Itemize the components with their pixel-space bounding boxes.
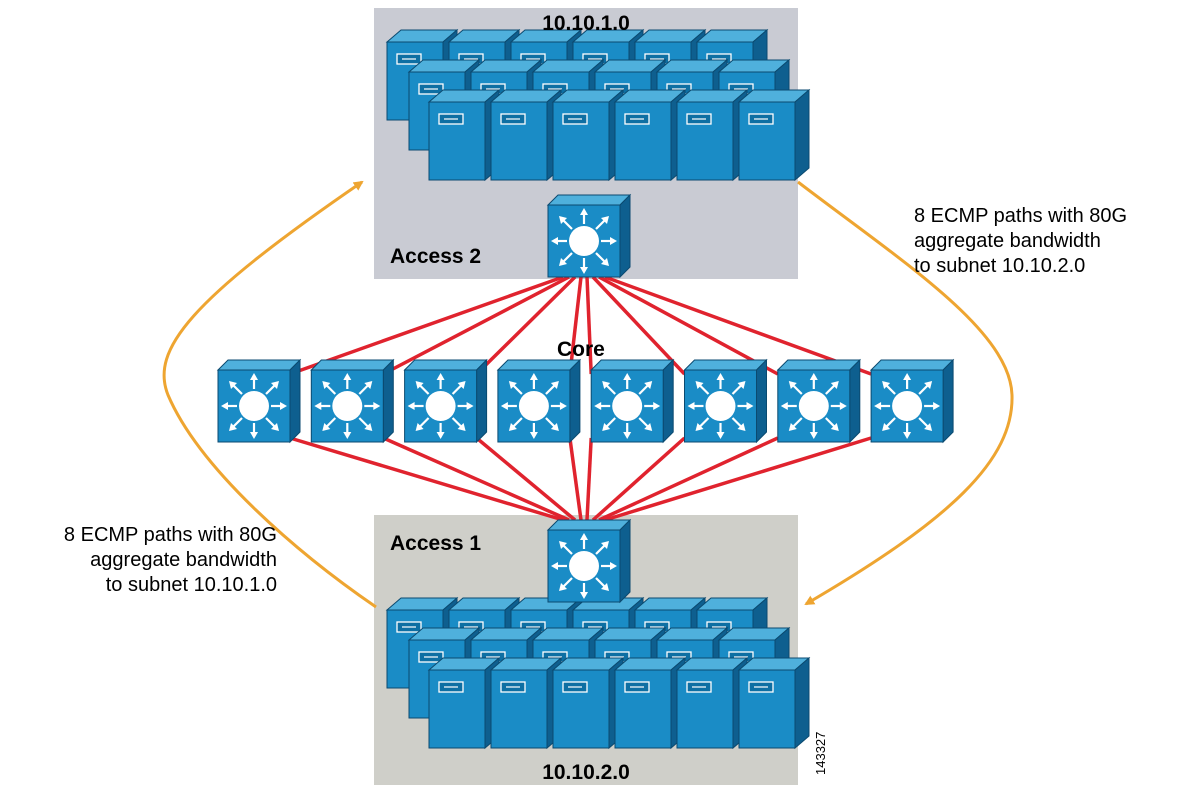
link-access1-core-7 bbox=[598, 436, 779, 522]
link-access1-core-8 bbox=[604, 436, 872, 522]
ecmp-right-line1: 8 ECMP paths with 80G bbox=[914, 205, 1127, 227]
core-multilayer-switch-icon-4 bbox=[496, 358, 582, 444]
link-access2-core-2 bbox=[382, 275, 570, 376]
access1-multilayer-switch-icon bbox=[546, 518, 632, 604]
access2-name-label: Access 2 bbox=[390, 245, 481, 268]
access2-server-rack bbox=[386, 29, 810, 181]
access2-multilayer-switch-icon bbox=[546, 193, 632, 279]
server-tower-icon bbox=[614, 89, 686, 181]
link-access1-core-5 bbox=[585, 437, 593, 521]
link-access1-core-6 bbox=[591, 436, 686, 522]
figure-id: 143327 bbox=[813, 732, 828, 775]
link-access1-core-1 bbox=[289, 436, 564, 522]
core-multilayer-switch-icon-7 bbox=[776, 358, 861, 444]
link-access2-core-4 bbox=[568, 276, 583, 375]
core-multilayer-switch-icon-3 bbox=[403, 358, 488, 444]
ecmp-arrow-left bbox=[162, 180, 377, 609]
link-access1-core-2 bbox=[382, 436, 570, 522]
link-access2-core-8 bbox=[604, 275, 872, 376]
server-tower-icon bbox=[738, 89, 810, 181]
access2-subnet-label: 10.10.1.0 bbox=[542, 12, 630, 35]
link-access2-core-3 bbox=[475, 275, 577, 376]
core-links bbox=[289, 275, 872, 522]
server-tower-icon bbox=[552, 657, 624, 749]
server-tower-icon bbox=[428, 89, 500, 181]
link-access1-core-4 bbox=[568, 437, 583, 521]
server-tower-icon bbox=[490, 657, 562, 749]
server-tower-icon bbox=[552, 89, 624, 181]
access1-name-label: Access 1 bbox=[390, 532, 481, 555]
link-access2-core-7 bbox=[598, 275, 779, 376]
ecmp-left-line3: to subnet 10.10.1.0 bbox=[106, 574, 277, 596]
core-multilayer-switch-icon-5 bbox=[590, 358, 675, 444]
core-label: Core bbox=[557, 338, 605, 361]
core-multilayer-switch-icon-2 bbox=[310, 358, 395, 444]
ecmp-right-line2: aggregate bandwidth bbox=[914, 230, 1101, 252]
core-multilayer-switch-icon-8 bbox=[869, 358, 955, 444]
ecmp-arrow-right bbox=[797, 180, 1014, 606]
server-tower-icon bbox=[676, 657, 748, 749]
server-tower-icon bbox=[676, 89, 748, 181]
ecmp-left-line1: 8 ECMP paths with 80G bbox=[64, 524, 277, 546]
core-multilayer-switch-icon-1 bbox=[216, 358, 302, 444]
link-access2-core-6 bbox=[591, 275, 686, 376]
server-tower-icon bbox=[614, 657, 686, 749]
link-access1-core-3 bbox=[475, 436, 577, 522]
server-tower-icon bbox=[428, 657, 500, 749]
server-tower-icon bbox=[490, 89, 562, 181]
access1-server-rack bbox=[386, 597, 810, 749]
link-access2-core-1 bbox=[289, 275, 564, 376]
access1-subnet-label: 10.10.2.0 bbox=[542, 761, 630, 784]
core-multilayer-switch-icon-6 bbox=[683, 358, 768, 444]
server-tower-icon bbox=[738, 657, 810, 749]
link-access2-core-5 bbox=[585, 276, 593, 375]
core-switch-row bbox=[216, 358, 955, 444]
ecmp-left-line2: aggregate bandwidth bbox=[90, 549, 277, 571]
ecmp-right-line3: to subnet 10.10.2.0 bbox=[914, 255, 1085, 277]
